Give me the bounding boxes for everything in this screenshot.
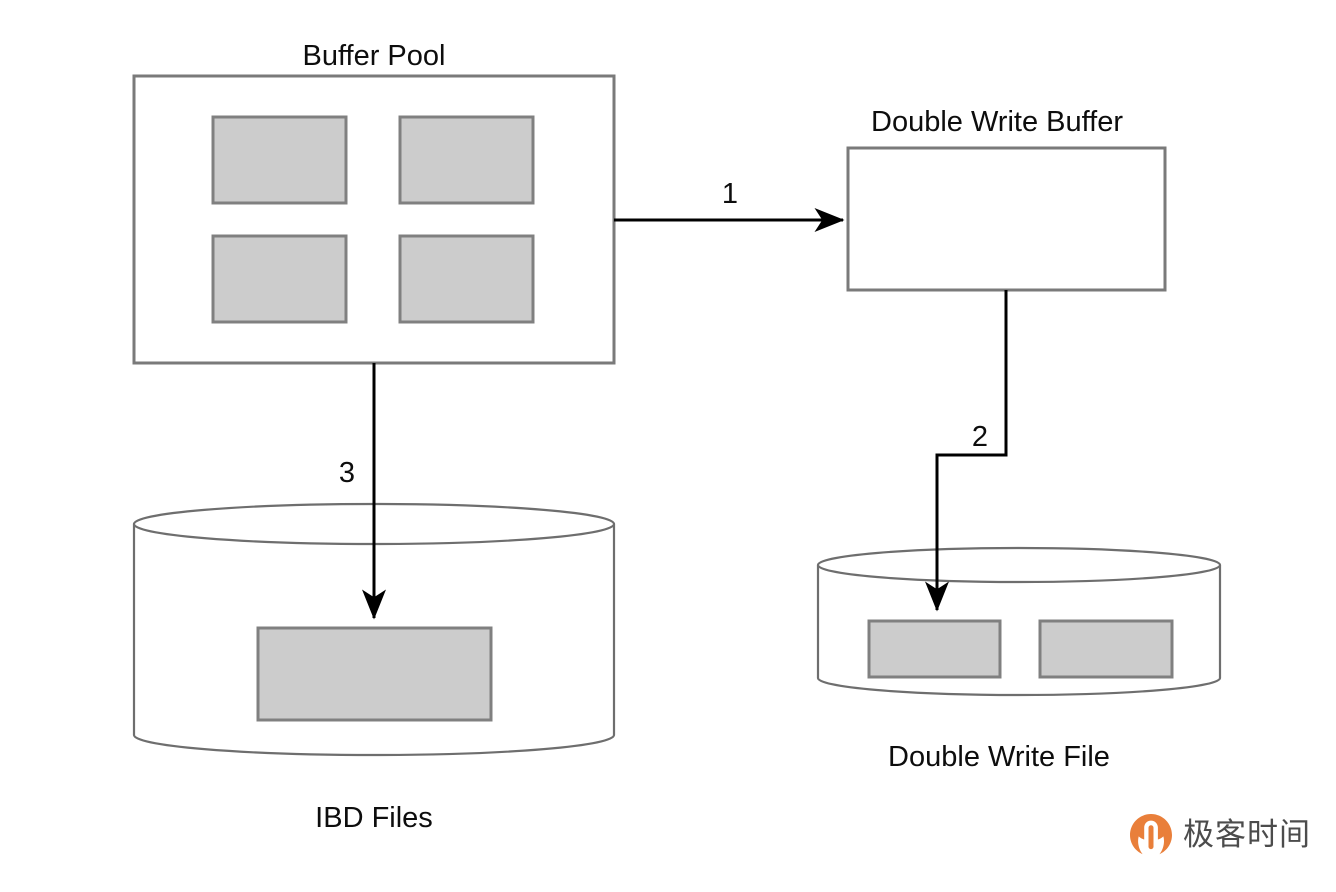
edge-2-line[interactable]	[925, 290, 1008, 612]
edge-buffer-pool-to-ibd-files[interactable]: 3	[339, 363, 386, 620]
ibd-files-label: IBD Files	[315, 802, 433, 834]
buffer-pool-page-3[interactable]	[211, 234, 348, 324]
edge-buffer-pool-to-double-write-buffer[interactable]: 1	[614, 178, 845, 232]
double-write-file-page-1[interactable]	[867, 619, 1002, 679]
double-write-buffer-label: Double Write Buffer	[871, 106, 1123, 138]
edge-double-write-buffer-to-double-write-file[interactable]: 2	[925, 290, 1008, 612]
double-write-file-page-2[interactable]	[1038, 619, 1174, 679]
ibd-files-page-1[interactable]	[256, 626, 493, 722]
geektime-logo-svg	[1130, 814, 1172, 855]
buffer-pool-box[interactable]	[132, 74, 616, 365]
edge-2-label: 2	[972, 421, 988, 453]
buffer-pool-page-4[interactable]	[398, 234, 535, 324]
watermark: 极客时间	[1128, 812, 1311, 858]
node-buffer-pool[interactable]: Buffer Pool	[132, 40, 616, 365]
buffer-pool-label: Buffer Pool	[303, 40, 446, 72]
buffer-pool-page-1[interactable]	[211, 115, 348, 205]
edge-3-label: 3	[339, 457, 355, 489]
double-write-file-cylinder-top	[816, 546, 1222, 584]
node-double-write-buffer[interactable]: Double Write Buffer	[846, 106, 1167, 292]
node-double-write-file[interactable]: Double Write File	[816, 546, 1222, 773]
watermark-brand-text: 极客时间	[1183, 816, 1311, 853]
double-write-file-label: Double Write File	[888, 741, 1110, 773]
edge-1-label: 1	[722, 178, 738, 210]
buffer-pool-page-2[interactable]	[398, 115, 535, 205]
double-write-buffer-box[interactable]	[846, 146, 1167, 292]
geektime-logo-icon	[1128, 812, 1174, 858]
